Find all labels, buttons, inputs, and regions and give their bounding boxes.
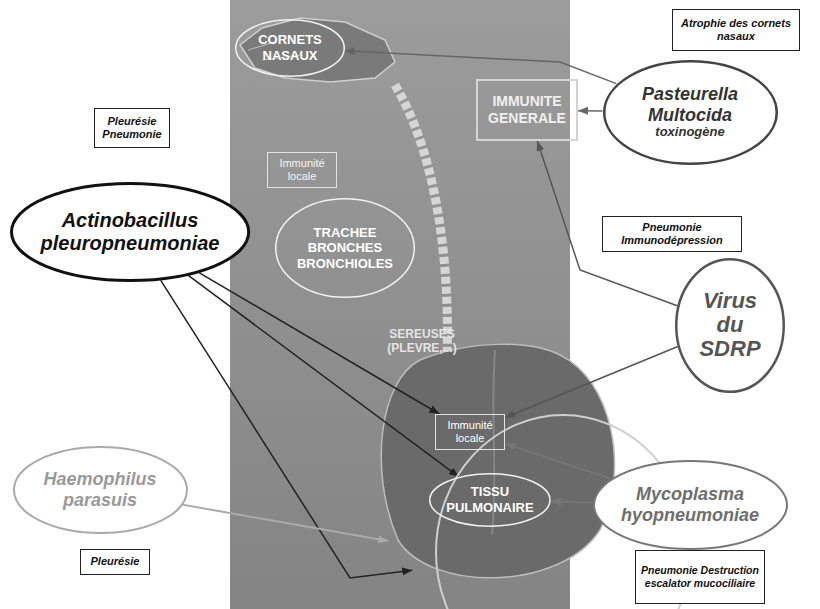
node-label: Immunité locale xyxy=(439,419,501,444)
node-label: CORNETS NASAUX xyxy=(254,32,326,63)
node-label: Pneumonie Immunodépression xyxy=(612,221,732,247)
text-group: TISSU PULMONAIRE xyxy=(444,484,536,515)
immunity-box: IMMUNITE GENERALE xyxy=(476,79,578,141)
ellipse-shape xyxy=(14,447,187,533)
ellipse-shape xyxy=(676,259,784,392)
text-group: Actinobacillus pleuropneumoniae xyxy=(30,209,230,255)
rect-shape xyxy=(673,10,800,51)
node-label: Pasteurella Multocida xyxy=(631,84,749,125)
rect-shape xyxy=(636,551,765,604)
note-box: Atrophie des cornets nasaux xyxy=(672,9,800,51)
node-label: TISSU PULMONAIRE xyxy=(444,484,536,515)
rect-shape xyxy=(95,109,170,148)
text-group: Pleurésie Pneumonie xyxy=(101,115,163,141)
text-group: Pleurésie xyxy=(91,555,140,568)
node-label: Actinobacillus pleuropneumoniae xyxy=(30,209,230,255)
node-label: Immunité locale xyxy=(271,157,333,182)
node-label: Pleurésie Pneumonie xyxy=(101,115,163,141)
node-label: IMMUNITE GENERALE xyxy=(482,93,572,128)
ellipse-shape xyxy=(276,199,415,298)
arrow-connector xyxy=(183,505,389,541)
arrow-connector xyxy=(578,110,603,112)
arrow-connector xyxy=(161,280,413,578)
node-label: Pneumonie Destruction escalator mucocili… xyxy=(641,564,759,589)
note-box: Pleurésie xyxy=(80,549,150,575)
node-label: Atrophie des cornets nasaux xyxy=(680,17,792,43)
text-group: Pneumonie Destruction escalator mucocili… xyxy=(641,564,759,589)
text-group: Virus du SDRP xyxy=(694,289,766,362)
text-group: Immunité locale xyxy=(271,157,333,182)
lung-region-ellipse: Immunité localeTISSU PULMONAIRE SEREUSES … xyxy=(367,327,623,603)
rect-shape xyxy=(268,153,337,188)
ellipse-shape xyxy=(11,184,248,281)
ellipse-shape xyxy=(430,474,550,527)
text-group: IMMUNITE GENERALE xyxy=(482,93,572,128)
text-group: Pasteurella Multocidatoxinogène xyxy=(631,84,749,140)
text-group: Pneumonie Immunodépression xyxy=(612,221,732,247)
pathogen-ellipse: Actinobacillus pleuropneumoniae xyxy=(10,182,250,282)
rect-shape xyxy=(436,415,505,450)
organ-ellipse: TISSU PULMONAIRE xyxy=(429,473,551,527)
arrow-connector xyxy=(505,346,678,417)
node-label: Mycoplasma hyopneumoniae xyxy=(615,484,765,525)
text-group: Mycoplasma hyopneumoniae xyxy=(615,484,765,525)
note-box: Pneumonie Immunodépression xyxy=(602,216,742,252)
text-group: CORNETS NASAUX xyxy=(254,32,326,63)
node-label: SEREUSES (PLEVRE,...) xyxy=(367,327,477,356)
immunity-box: Immunité locale xyxy=(435,414,505,450)
node-label: Virus du SDRP xyxy=(694,289,766,362)
node-label: TRACHEE BRONCHES BRONCHIOLES xyxy=(295,225,395,272)
pathogen-ellipse: Mycoplasma hyopneumoniae xyxy=(593,460,788,550)
rect-shape xyxy=(81,550,150,575)
pathogen-ellipse: Haemophilus parasuis xyxy=(13,446,188,534)
pathogen-ellipse: Virus du SDRP xyxy=(675,258,785,393)
ellipse-shape xyxy=(604,61,777,164)
arrow-connector xyxy=(551,502,593,503)
note-box: Pneumonie Destruction escalator mucocili… xyxy=(635,550,765,604)
ellipse-shape xyxy=(594,461,787,549)
text-group: TRACHEE BRONCHES BRONCHIOLES xyxy=(295,225,395,272)
immunity-box: Immunité locale xyxy=(267,152,337,188)
arrow-connector xyxy=(505,444,611,479)
text-group: Atrophie des cornets nasaux xyxy=(680,17,792,43)
arrow-connector xyxy=(345,51,617,84)
organ-ellipse: TRACHEE BRONCHES BRONCHIOLES xyxy=(275,198,415,298)
text-group: Immunité locale xyxy=(439,419,501,444)
node-label: Pleurésie xyxy=(91,555,140,568)
text-group: SEREUSES (PLEVRE,...) xyxy=(367,327,477,356)
arrow-connector xyxy=(189,276,459,477)
ellipse-shape xyxy=(236,20,345,77)
rect-shape xyxy=(603,217,742,252)
note-box: Pleurésie Pneumonie xyxy=(94,108,170,148)
organ-ellipse: CORNETS NASAUX xyxy=(235,19,345,77)
pathogen-ellipse: Pasteurella Multocidatoxinogène xyxy=(603,60,778,165)
node-sublabel: toxinogène xyxy=(655,125,724,140)
node-label: Haemophilus parasuis xyxy=(35,469,165,510)
lungs xyxy=(381,344,614,578)
text-group: Haemophilus parasuis xyxy=(35,469,165,510)
rect-shape xyxy=(477,80,577,140)
